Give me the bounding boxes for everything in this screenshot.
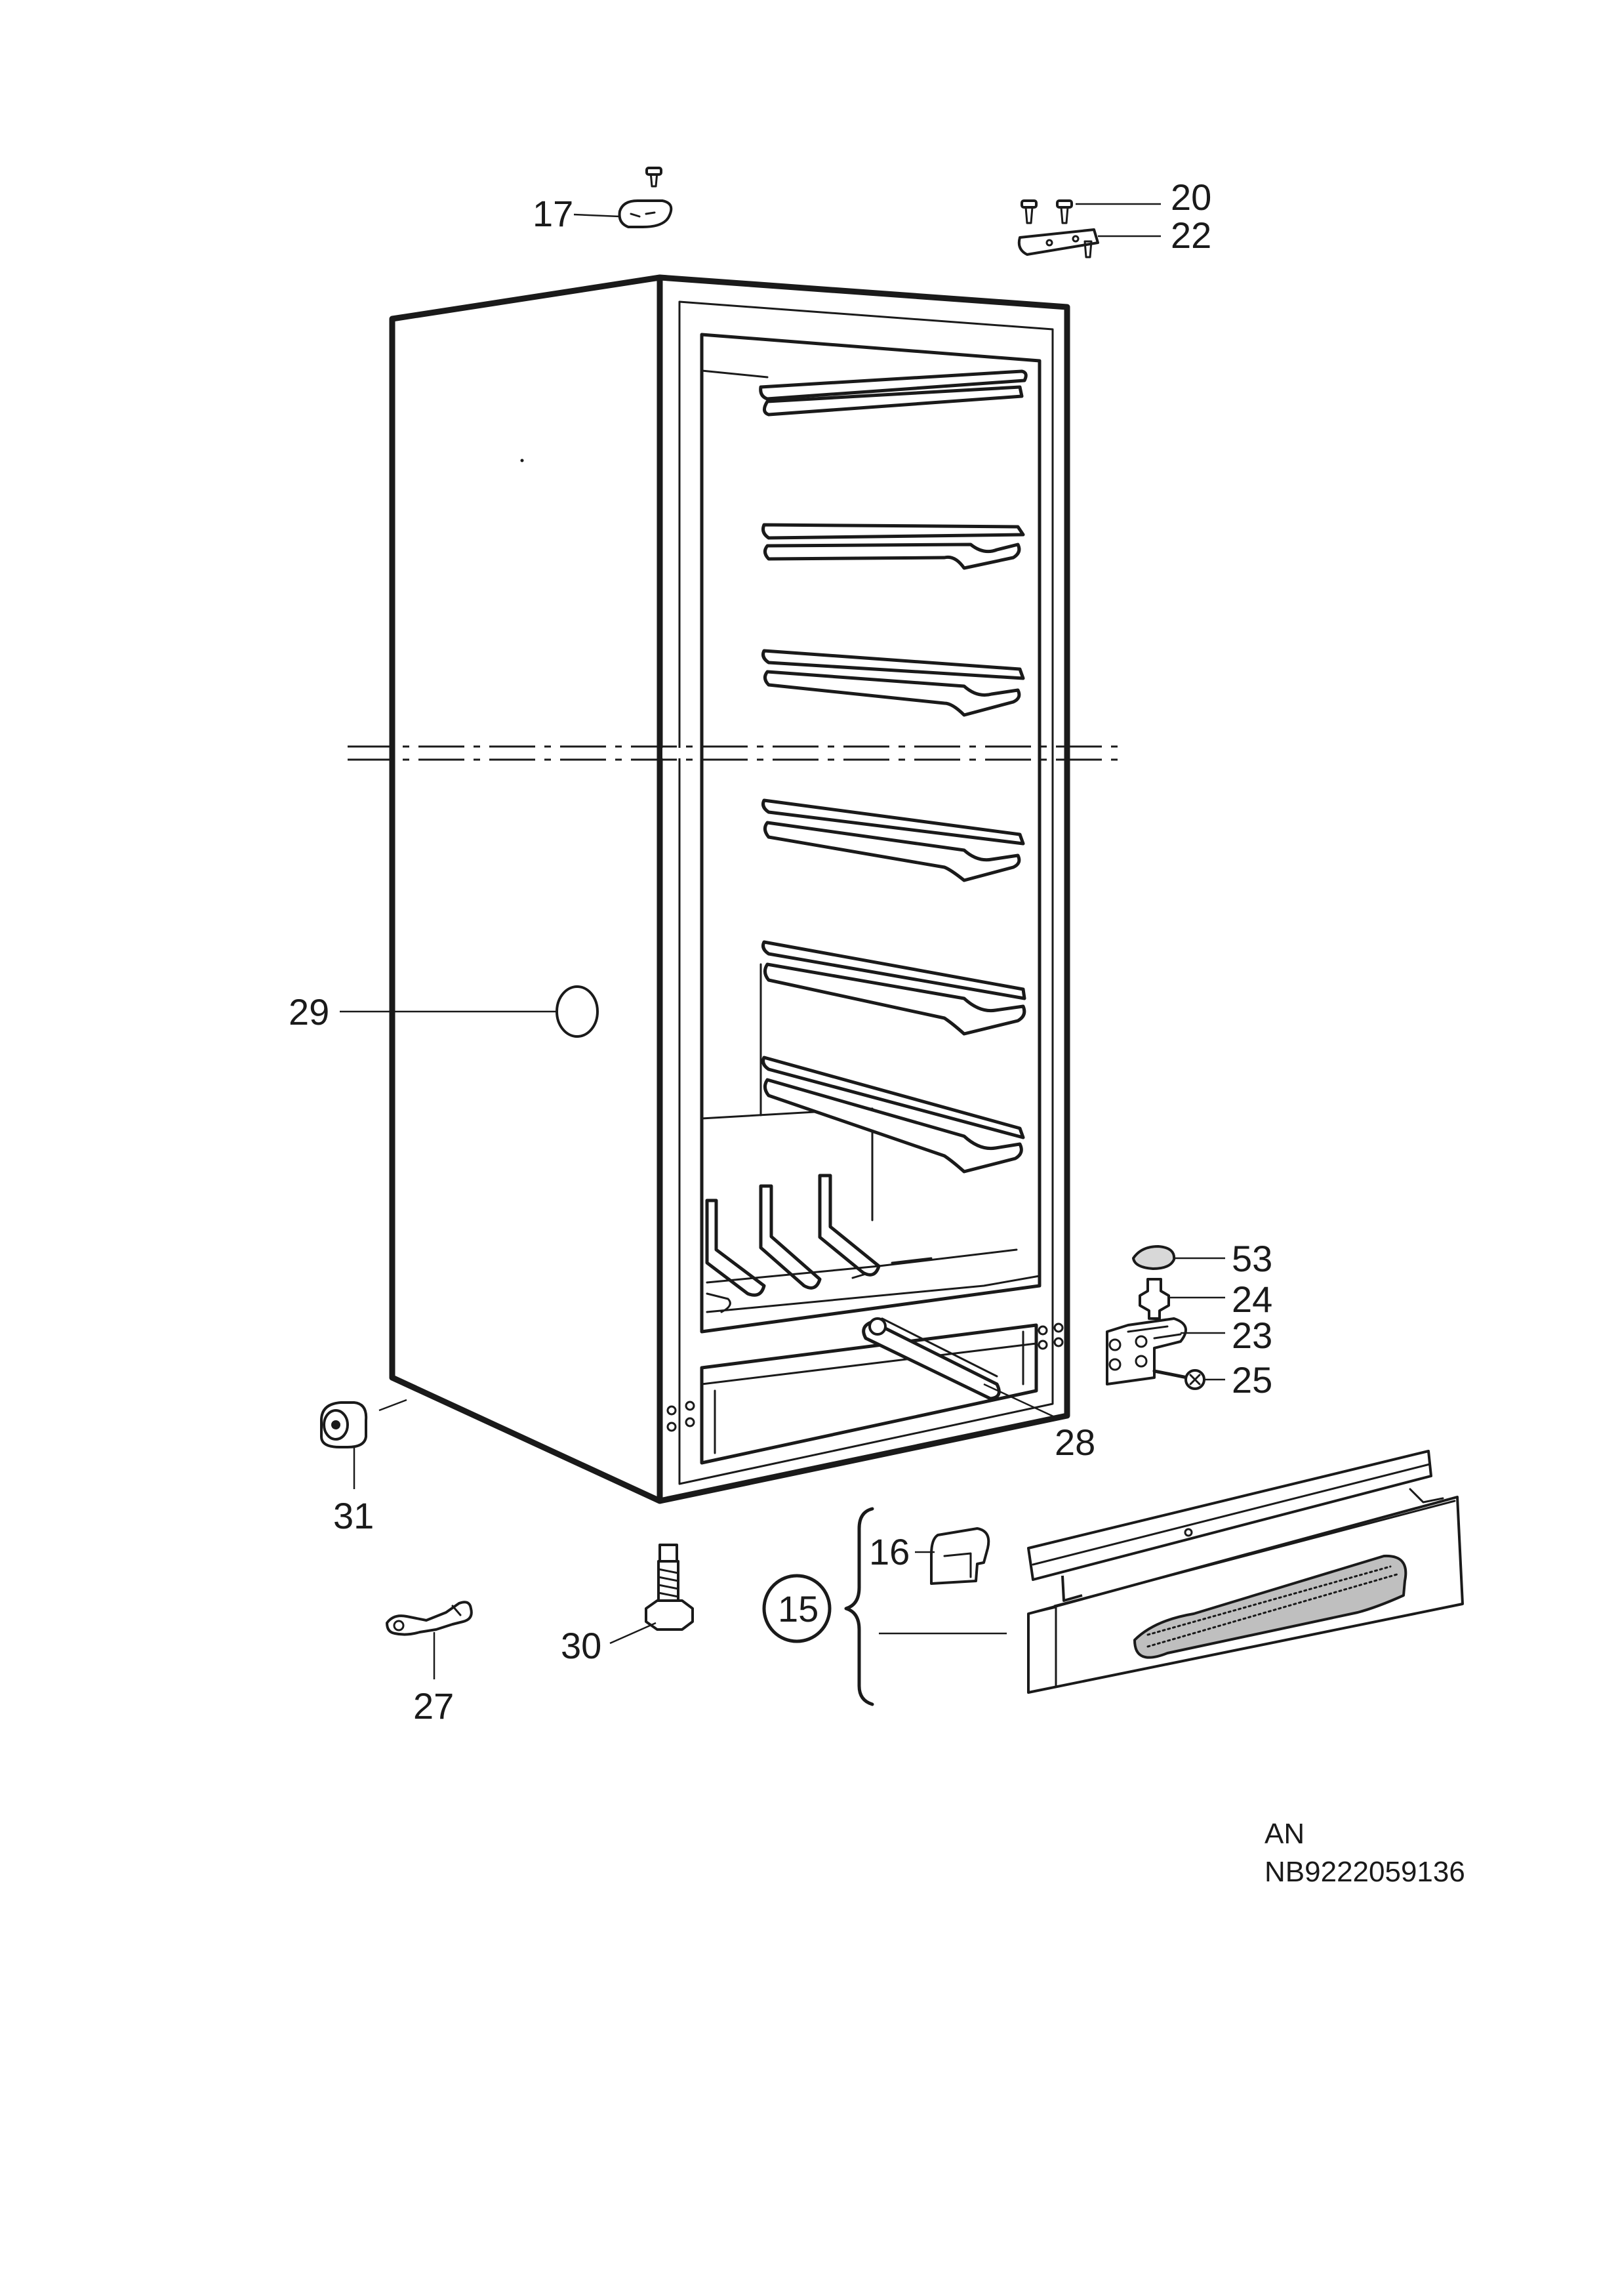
label-28: 28 (1055, 1422, 1095, 1463)
front-frame-inner-edge (678, 300, 1054, 1485)
bottom-hinge-assembly (1106, 1245, 1225, 1390)
bottom-coils (705, 1174, 1041, 1313)
break-gap (662, 748, 689, 758)
label-17: 17 (533, 193, 573, 234)
side-plug (556, 985, 599, 1038)
label-31: 31 (333, 1495, 374, 1536)
label-25: 25 (1232, 1359, 1272, 1401)
top-hinge-20-22 (1017, 199, 1161, 258)
reference-line-2: NB9222059136 (1264, 1856, 1465, 1888)
label-30: 30 (561, 1625, 601, 1666)
label-16: 16 (869, 1531, 910, 1572)
spanner-27 (386, 1601, 473, 1679)
reference-line-1: AN (1264, 1818, 1305, 1850)
top-cover-17 (573, 167, 673, 228)
label-24: 24 (1232, 1279, 1272, 1320)
shelf-rail-1 (759, 369, 1028, 417)
shelf-rail-6 (759, 1056, 1025, 1174)
inner-liner-opening (700, 333, 1042, 1334)
cabinet-side-panel (389, 274, 663, 1504)
shelf-rail-3 (761, 649, 1025, 717)
cabinet-body (389, 274, 1070, 1504)
shelf-rails (759, 369, 1028, 1174)
label-23: 23 (1232, 1315, 1272, 1356)
adjustable-foot-30 (609, 1544, 694, 1645)
foot-31 (320, 1399, 407, 1489)
drawing-reference: AN NB9222059136 (1264, 1818, 1465, 1888)
part-number-labels: 17 20 22 29 53 24 23 25 28 31 16 15 30 2… (289, 176, 1272, 1727)
kickplate-group-15 (762, 1450, 1464, 1706)
side-panel-mark (520, 459, 524, 462)
shelf-rail-4 (761, 798, 1025, 882)
label-53: 53 (1232, 1238, 1272, 1279)
label-20: 20 (1171, 176, 1211, 218)
shelf-rail-2 (761, 523, 1025, 570)
drain-channel (862, 1317, 1001, 1401)
cabinet-front-frame (659, 274, 1070, 1504)
label-27: 27 (413, 1685, 454, 1727)
base-compartment (666, 1322, 1064, 1465)
liner-back-edge (700, 369, 769, 379)
label-15: 15 (778, 1588, 819, 1630)
label-29: 29 (289, 991, 329, 1033)
leader-28 (983, 1383, 1055, 1418)
shelf-rail-5 (759, 940, 1026, 1103)
label-22: 22 (1171, 215, 1211, 256)
